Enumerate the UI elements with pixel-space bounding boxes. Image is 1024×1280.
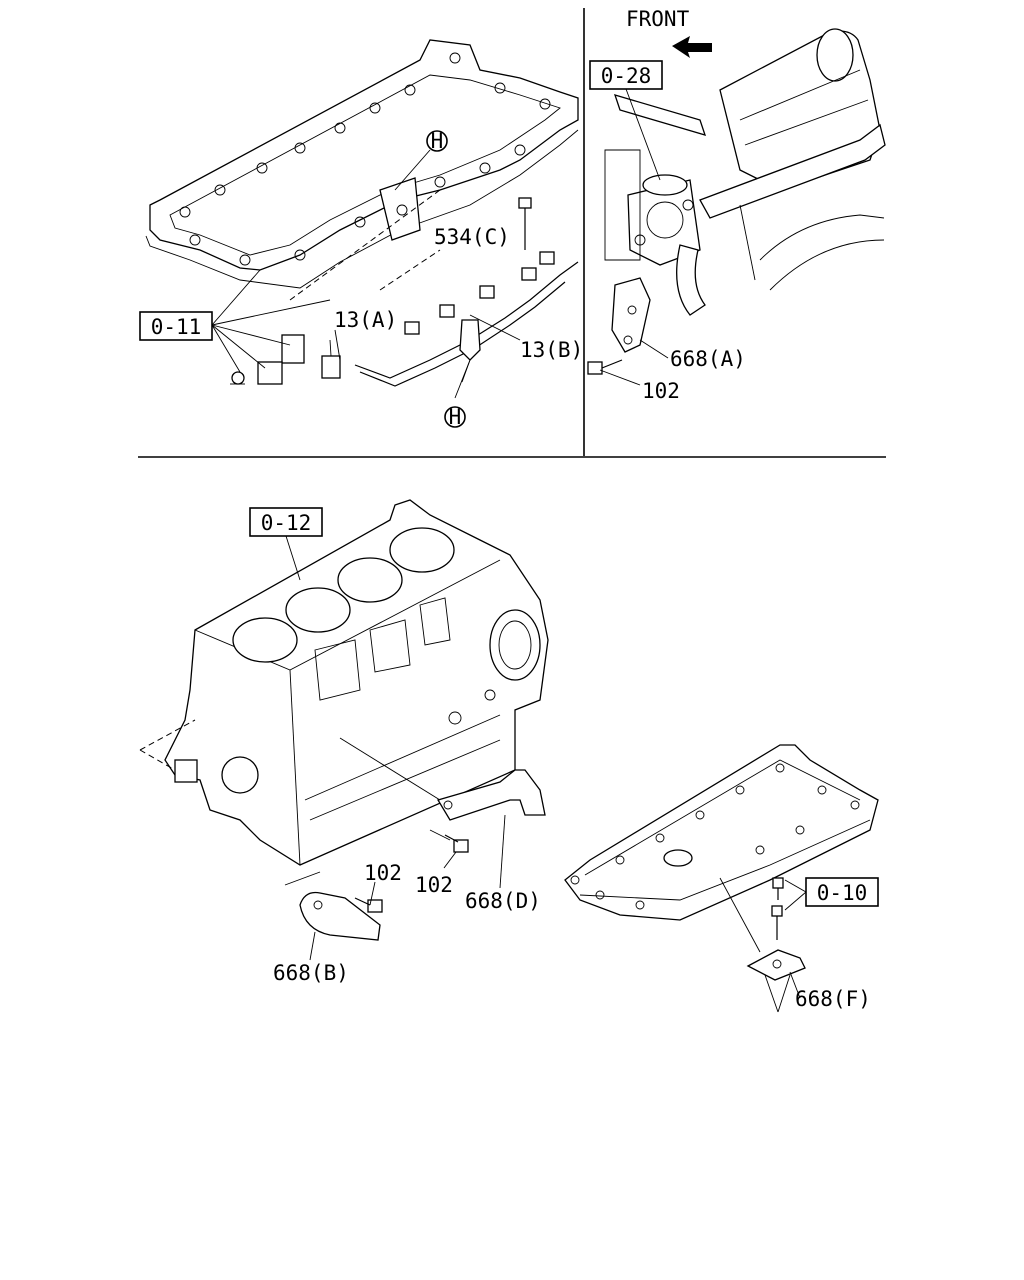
label-668d: 668(D)	[465, 889, 541, 913]
callout-0-11: 0-11	[139, 311, 213, 341]
callout-0-10: 0-10	[784, 877, 879, 911]
egr-assembly	[587, 28, 886, 375]
label-534c: 534(C)	[434, 225, 510, 249]
svg-text:0-10: 0-10	[817, 881, 868, 905]
svg-text:0-28: 0-28	[601, 64, 652, 88]
wiring-harness	[230, 251, 579, 387]
label-668f: 668(F)	[795, 987, 871, 1011]
leader-668d	[499, 814, 506, 889]
label-13b: 13(B)	[520, 338, 583, 362]
callout-0-12: 0-12	[249, 507, 323, 581]
leader-102-top	[599, 369, 641, 386]
marker-h-bottom: H	[444, 405, 466, 429]
leader-668b	[309, 931, 316, 961]
svg-text:H: H	[431, 129, 444, 153]
callout-0-28: 0-28	[589, 60, 663, 181]
front-arrow: FRONT	[626, 7, 712, 58]
bolt-102-mid	[429, 829, 469, 853]
leader-102-mid-left	[443, 851, 457, 869]
bolt-534c	[518, 197, 532, 250]
oil-pan-assembly	[145, 39, 579, 289]
leaders-top-left	[211, 149, 521, 399]
label-668b: 668(B)	[273, 961, 349, 985]
bracket-668b	[284, 871, 383, 941]
cylinder-block	[139, 499, 549, 866]
label-102-mid-right: 102	[364, 861, 402, 885]
oil-pan-bottom	[564, 744, 879, 921]
marker-h-top: H	[426, 129, 448, 153]
svg-text:FRONT: FRONT	[626, 7, 690, 31]
bracket-668f	[719, 877, 806, 1013]
label-102-mid-left: 102	[415, 873, 453, 897]
svg-text:0-11: 0-11	[151, 315, 202, 339]
label-102-top: 102	[642, 379, 680, 403]
svg-text:0-12: 0-12	[261, 511, 312, 535]
leader-102-mid-right	[369, 881, 376, 906]
label-668a: 668(A)	[670, 347, 746, 371]
leader-668f	[789, 971, 801, 999]
svg-text:H: H	[449, 405, 462, 429]
bracket-668d	[339, 737, 546, 821]
label-13a: 13(A)	[334, 308, 397, 332]
leader-668a	[639, 339, 669, 359]
